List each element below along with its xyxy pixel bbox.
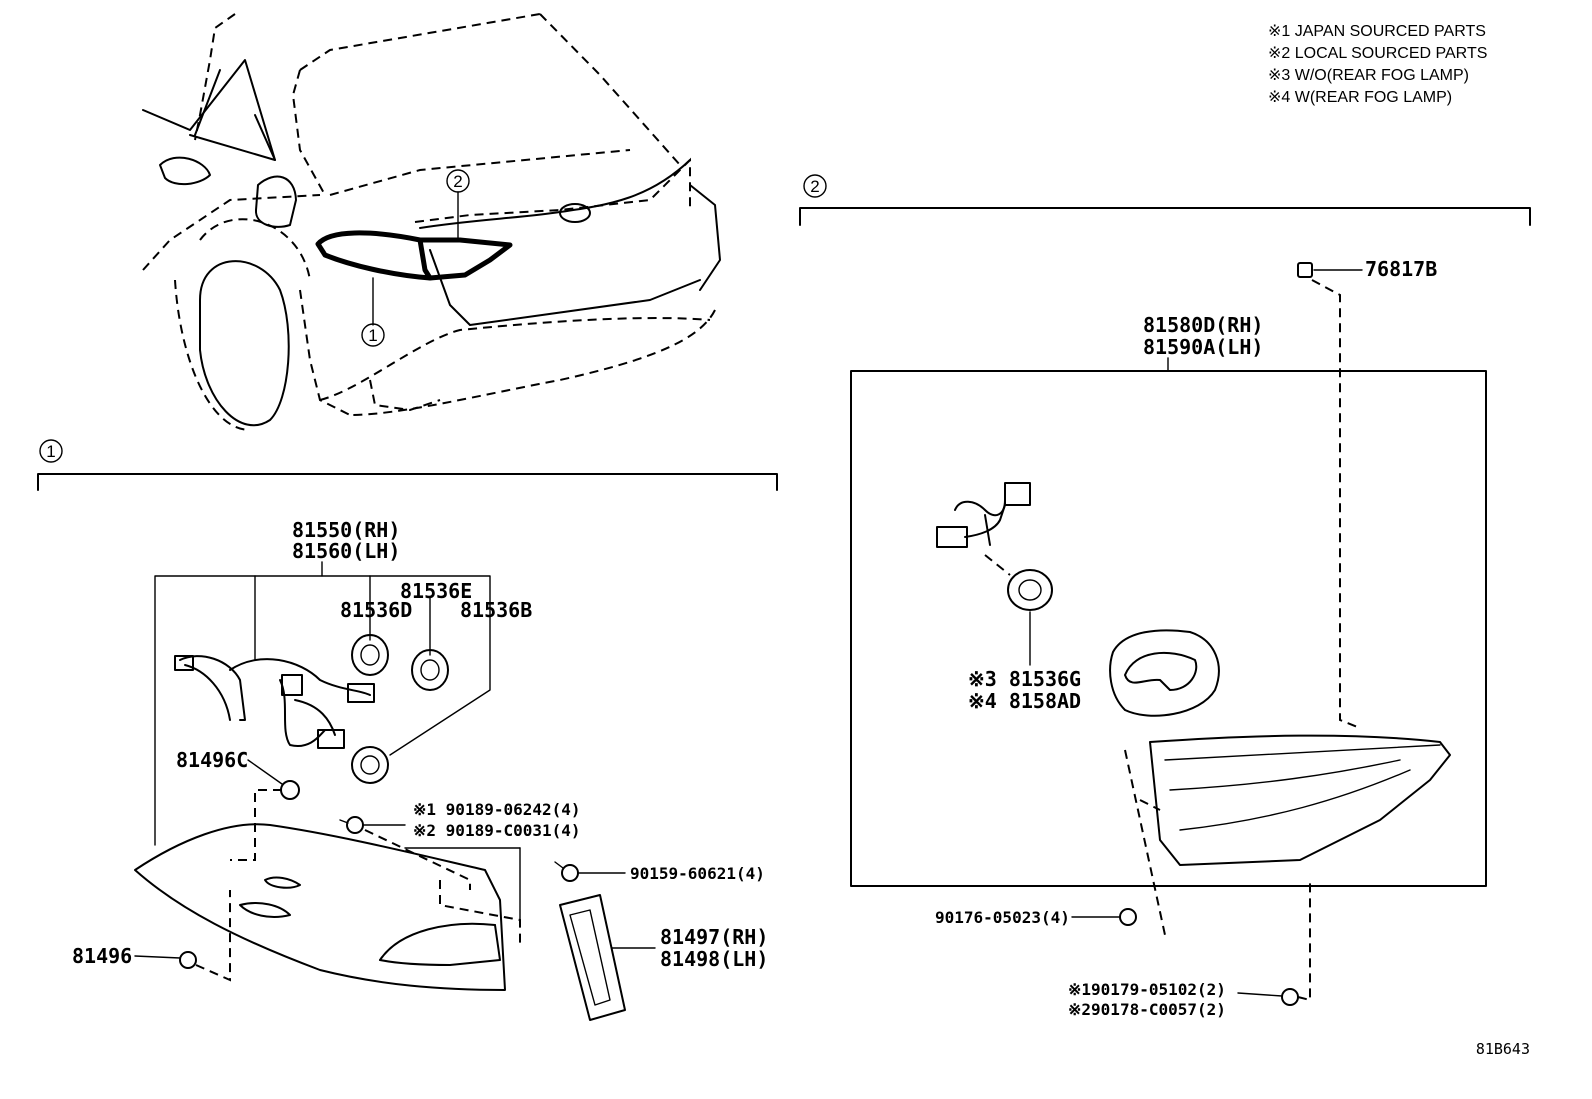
label-81590a-lh: 81590A(LH) [1143,335,1263,359]
section-2-bracket [799,207,1531,226]
callout-1-label: 1 [368,326,377,345]
note-1: ※1 JAPAN SOURCED PARTS [1268,23,1486,40]
label-81560-lh: 81560(LH) [292,539,400,563]
label-90179-05102: ※190179-05102(2) [1068,980,1226,999]
section-2-callout [803,174,827,198]
label-90176-05023: 90176-05023(4) [935,908,1070,927]
socket-81536E-part [411,649,449,691]
socket-81536D-part [351,634,389,676]
label-90189-06242: ※1 90189-06242(4) [413,800,581,819]
callout-2-label: 2 [453,172,462,191]
label-90159-60621: 90159-60621(4) [630,864,765,883]
section-2: 2 [799,174,1531,1019]
note-4: ※4 W(REAR FOG LAMP) [1268,89,1452,106]
label-81536e: 81536E [400,579,472,603]
section-1-bracket [37,473,778,491]
label-90189-c0031: ※2 90189-C0031(4) [413,821,581,840]
label-81536d: 81536D [340,598,412,622]
legend-notes: ※1 JAPAN SOURCED PARTS ※2 LOCAL SOURCED … [1268,23,1487,106]
label-81550-rh: 81550(RH) [292,518,400,542]
label-81580d-rh: 81580D(RH) [1143,313,1263,337]
label-81536b: 81536B [460,598,532,622]
note-3: ※3 W/O(REAR FOG LAMP) [1268,67,1469,84]
label-90178-c0057: ※290178-C0057(2) [1068,1000,1226,1019]
note-2: ※2 LOCAL SOURCED PARTS [1268,45,1487,62]
section-1-callout-label: 1 [46,442,55,461]
label-8158ad: ※4 8158AD [968,689,1081,713]
reference-code: 81B643 [1476,1040,1530,1058]
label-81497-rh: 81497(RH) [660,925,768,949]
callout-1-on-car: 1 [361,323,385,347]
label-81496c: 81496C [176,748,248,772]
label-81536g: ※3 81536G [968,667,1081,691]
section-1: 1 [37,439,778,1021]
socket-81536B-part [351,746,389,784]
callout-2-on-car: 2 [446,169,470,193]
section-2-callout-label: 2 [810,177,819,196]
section-1-callout [39,439,63,463]
car-rear-view [142,13,721,431]
label-76817b: 76817B [1365,257,1437,281]
label-81498-lh: 81498(LH) [660,947,768,971]
label-81496: 81496 [72,944,132,968]
